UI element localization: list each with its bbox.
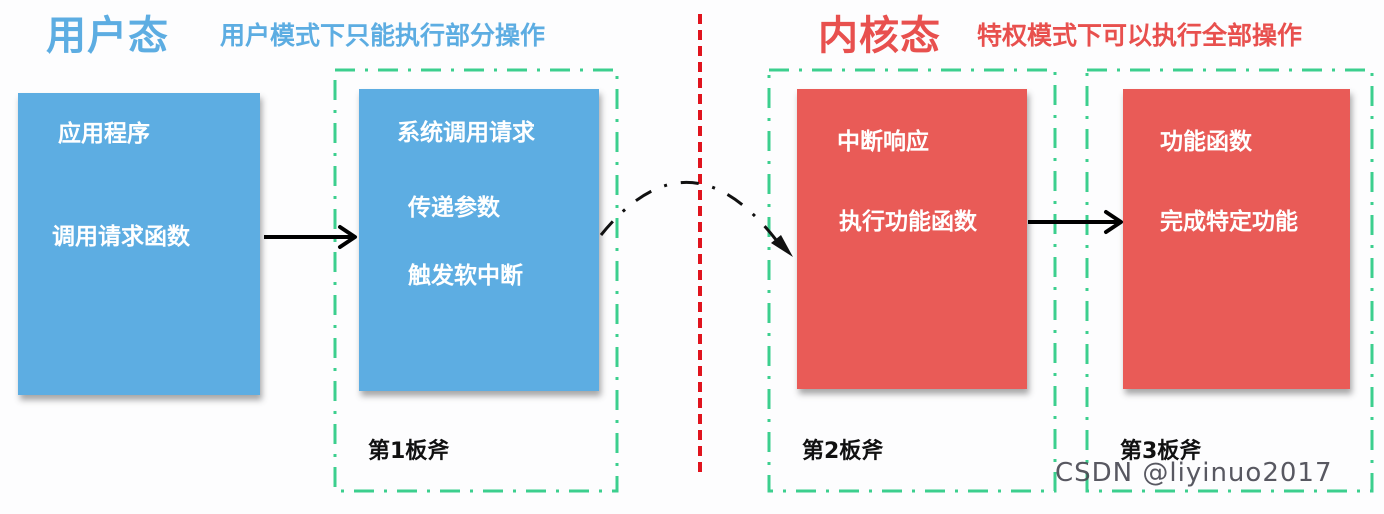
kernel-mode-subtitle: 特权模式下可以执行全部操作: [977, 21, 1303, 50]
box-line: 触发软中断: [408, 263, 523, 289]
function-box: 功能函数 完成特定功能: [1123, 89, 1350, 389]
box-line: 完成特定功能: [1160, 209, 1298, 235]
box-line: 调用请求函数: [52, 224, 190, 250]
syscall-box: 系统调用请求 传递参数 触发软中断: [359, 89, 599, 391]
application-box: 应用程序 调用请求函数: [18, 93, 260, 395]
box-line: 传递参数: [408, 195, 500, 221]
box-line: 功能函数: [1160, 129, 1252, 155]
arrow-right-icon: [1028, 210, 1123, 234]
stage-1-label: 第1板斧: [368, 439, 450, 464]
dashed-arc-arrow-icon: [599, 181, 793, 257]
watermark: CSDN @liyinuo2017: [1055, 458, 1333, 488]
user-mode-subtitle: 用户模式下只能执行部分操作: [220, 21, 546, 50]
stage-3-label: 第3板斧: [1120, 439, 1202, 464]
user-mode-title: 用户态: [46, 13, 169, 59]
box-line: 应用程序: [58, 121, 150, 147]
box-line: 中断响应: [837, 129, 929, 155]
interrupt-box: 中断响应 执行功能函数: [797, 89, 1027, 389]
mode-divider: [698, 14, 702, 474]
stage-1-frame: [333, 68, 619, 493]
stage-2-label: 第2板斧: [802, 439, 884, 464]
stage-3-frame: [1085, 68, 1374, 493]
stage-2-frame: [767, 68, 1057, 493]
kernel-mode-title: 内核态: [818, 13, 941, 59]
arrow-right-icon: [264, 225, 357, 249]
box-line: 执行功能函数: [839, 209, 977, 235]
box-line: 系统调用请求: [397, 120, 535, 146]
